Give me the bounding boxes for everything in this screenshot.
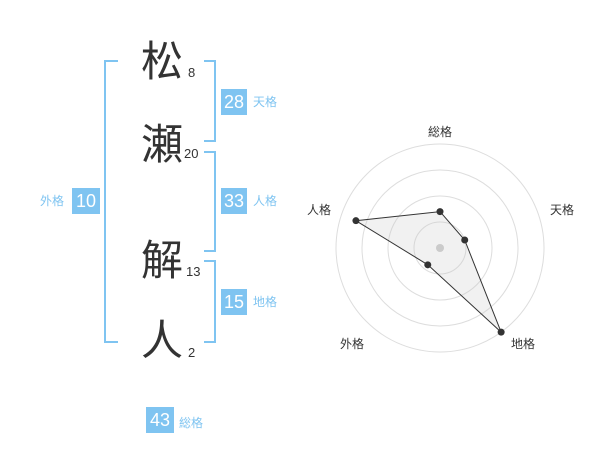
radar-grid-ring (335, 143, 545, 353)
chikaku-bracket (204, 260, 216, 343)
radar-point-5 (352, 217, 360, 225)
jinkaku-bracket (204, 151, 216, 252)
name-char-3: 解 (141, 236, 184, 285)
jinkaku-label: 人格 (253, 194, 278, 208)
tenkaku-bracket (204, 60, 216, 142)
soukaku-value-badge: 43 (146, 407, 174, 433)
name-char-1: 松 (141, 37, 184, 86)
gaikaku-bracket (104, 60, 118, 343)
stroke-count-2: 20 (184, 146, 199, 161)
radar-point-2 (461, 236, 469, 244)
radar-axis-label-jinkaku: 人格 (307, 203, 332, 217)
radar-grid-ring (387, 195, 493, 301)
radar-point-3 (497, 328, 505, 336)
gaikaku-value-badge: 10 (72, 188, 100, 214)
stroke-count-4: 2 (188, 345, 196, 360)
soukaku-label: 総格 (179, 416, 204, 430)
radar-point-4 (424, 261, 432, 269)
stroke-count-3: 13 (186, 264, 201, 279)
radar-point-1 (436, 208, 444, 216)
jinkaku-value-badge: 33 (221, 188, 247, 214)
name-char-4: 人 (141, 316, 184, 365)
chikaku-value-badge: 15 (221, 289, 247, 315)
stroke-count-1: 8 (188, 65, 196, 80)
radar-axis-label-tenkaku: 天格 (550, 203, 575, 217)
tenkaku-label: 天格 (253, 95, 278, 109)
name-char-2: 瀬 (141, 120, 184, 169)
gaikaku-label: 外格 (40, 194, 65, 208)
radar-grid-ring (413, 221, 467, 275)
radar-grid-ring (361, 169, 519, 327)
radar-axis-label-gaikaku: 外格 (340, 337, 365, 351)
radar-center-dot (436, 244, 444, 252)
chikaku-label: 地格 (253, 295, 278, 309)
radar-axis-label-chikaku: 地格 (511, 337, 536, 351)
tenkaku-value-badge: 28 (221, 89, 247, 115)
radar-axis-label-soukaku: 総格 (428, 125, 453, 139)
